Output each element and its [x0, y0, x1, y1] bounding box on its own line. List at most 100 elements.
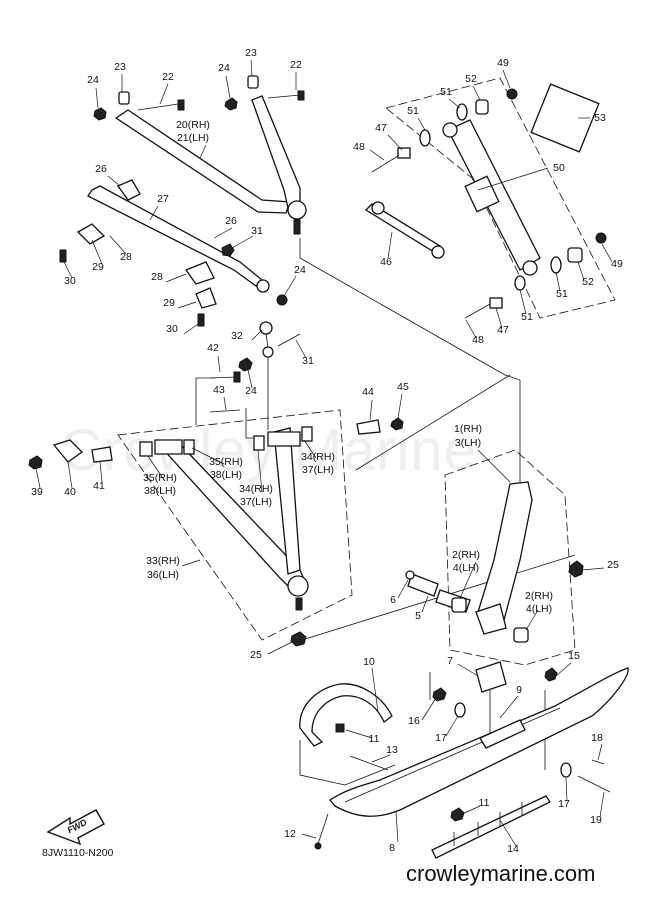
- callout-c48b: 48: [472, 334, 484, 346]
- leader-lines: [35, 59, 613, 847]
- watermark-text: Crowley Marine: [60, 418, 477, 483]
- callout-c34a: 34(RH): [301, 451, 335, 463]
- callout-c24d: 24: [245, 385, 257, 397]
- callout-c24a: 24: [87, 74, 99, 86]
- callout-c45: 45: [397, 381, 409, 393]
- callout-c51c: 51: [556, 288, 568, 300]
- callout-c20: 20(RH): [176, 119, 210, 131]
- diagram-code: 8JW1110-N200: [42, 847, 114, 859]
- callout-c47b: 47: [497, 324, 509, 336]
- callout-c24b: 24: [218, 62, 230, 74]
- callout-c1: 1(RH): [454, 423, 482, 435]
- callout-c35a: 35(RH): [209, 456, 243, 468]
- callout-c25a: 25: [607, 559, 619, 571]
- callout-c38a: 38(LH): [210, 469, 242, 481]
- callout-c15: 15: [568, 650, 580, 662]
- callout-c17b: 17: [558, 798, 570, 810]
- callout-c52a: 52: [465, 73, 477, 85]
- callout-c22b: 22: [290, 59, 302, 71]
- callout-c31a: 31: [251, 225, 263, 237]
- callout-c2b: 2(RH): [525, 590, 553, 602]
- callout-c8: 8: [389, 842, 395, 854]
- callout-c29b: 29: [163, 297, 175, 309]
- callout-c33: 33(RH): [146, 555, 180, 567]
- callout-c28a: 28: [120, 251, 132, 263]
- callout-c10: 10: [363, 656, 375, 668]
- ski-hardware: [314, 667, 611, 850]
- fwd-arrow: FWD: [46, 809, 105, 846]
- callout-c38b: 38(LH): [144, 485, 176, 497]
- callout-c21: 21(LH): [177, 132, 209, 144]
- link-rod: [209, 243, 301, 413]
- callout-c23a: 23: [114, 61, 126, 73]
- callout-c39: 39: [31, 486, 43, 498]
- callout-c30a: 30: [64, 275, 76, 287]
- callout-c48a: 48: [353, 141, 365, 153]
- callout-c4a: 4(LH): [453, 562, 479, 574]
- snow-ski: [329, 661, 629, 817]
- callout-c43: 43: [213, 384, 225, 396]
- carbide-runner: [431, 795, 551, 859]
- callout-c32: 32: [231, 330, 243, 342]
- callout-c19: 19: [590, 814, 602, 826]
- callout-c13: 13: [386, 744, 398, 756]
- dashed-frames: [117, 77, 616, 666]
- callout-c31b: 31: [302, 355, 314, 367]
- spanner-tool: [364, 201, 445, 259]
- callout-c44: 44: [362, 386, 374, 398]
- callout-c12: 12: [284, 828, 296, 840]
- callout-c42: 42: [207, 342, 219, 354]
- callout-c6: 6: [390, 594, 396, 606]
- callout-c46: 46: [380, 256, 392, 268]
- callout-c51a: 51: [440, 86, 452, 98]
- callout-c47a: 47: [375, 122, 387, 134]
- callout-c26b: 26: [225, 215, 237, 227]
- callout-c22a: 22: [162, 71, 174, 83]
- callout-c51d: 51: [521, 311, 533, 323]
- callout-c11a: 11: [369, 733, 380, 745]
- callout-c30b: 30: [166, 323, 178, 335]
- callout-c52b: 52: [582, 276, 594, 288]
- callout-c41: 41: [93, 480, 105, 492]
- callout-c37a: 37(LH): [302, 464, 334, 476]
- callout-c34b: 34(RH): [239, 483, 273, 495]
- upper-a-arm: [114, 95, 307, 235]
- callout-labels: 23 22 24 23 24 22 20(RH)21(LH) 49 52 51 51 53 47 48 50…: [31, 47, 623, 855]
- callout-c40: 40: [64, 486, 76, 498]
- callout-c7: 7: [447, 655, 453, 667]
- ski-handle: [299, 683, 393, 747]
- callout-c35b: 35(RH): [143, 472, 177, 484]
- callout-c16: 16: [408, 715, 420, 727]
- callout-c5: 5: [415, 610, 421, 622]
- callout-c3: 3(LH): [455, 437, 481, 449]
- ski-spindle: [405, 481, 584, 643]
- callout-c29a: 29: [92, 261, 104, 273]
- callout-c25b: 25: [250, 649, 262, 661]
- callout-c28b: 28: [151, 271, 163, 283]
- callout-c24c: 24: [294, 264, 306, 276]
- callout-c11b: 11: [479, 797, 490, 809]
- callout-c49b: 49: [611, 258, 623, 270]
- callout-c17a: 17: [435, 732, 447, 744]
- upper-arm-hardware: [93, 75, 305, 121]
- callout-c27: 27: [157, 193, 169, 205]
- callout-c23b: 23: [245, 47, 257, 59]
- callout-c53: 53: [594, 112, 606, 124]
- callout-c36: 36(LH): [147, 569, 179, 581]
- callout-c37b: 37(LH): [240, 496, 272, 508]
- stabilizer-bar: [59, 179, 288, 327]
- callout-c9: 9: [516, 684, 522, 696]
- website-text: crowleymarine.com: [406, 861, 596, 886]
- fwd-arrow-icon: [46, 809, 105, 846]
- callout-c2a: 2(RH): [452, 549, 480, 561]
- callout-c49a: 49: [497, 57, 509, 69]
- callout-c51b: 51: [407, 105, 419, 117]
- callout-c14: 14: [507, 843, 519, 855]
- callout-c26a: 26: [95, 163, 107, 175]
- callout-c4b: 4(LH): [526, 603, 552, 615]
- callout-c50: 50: [553, 162, 565, 174]
- callout-c18: 18: [591, 732, 603, 744]
- shock-absorber: [371, 83, 607, 319]
